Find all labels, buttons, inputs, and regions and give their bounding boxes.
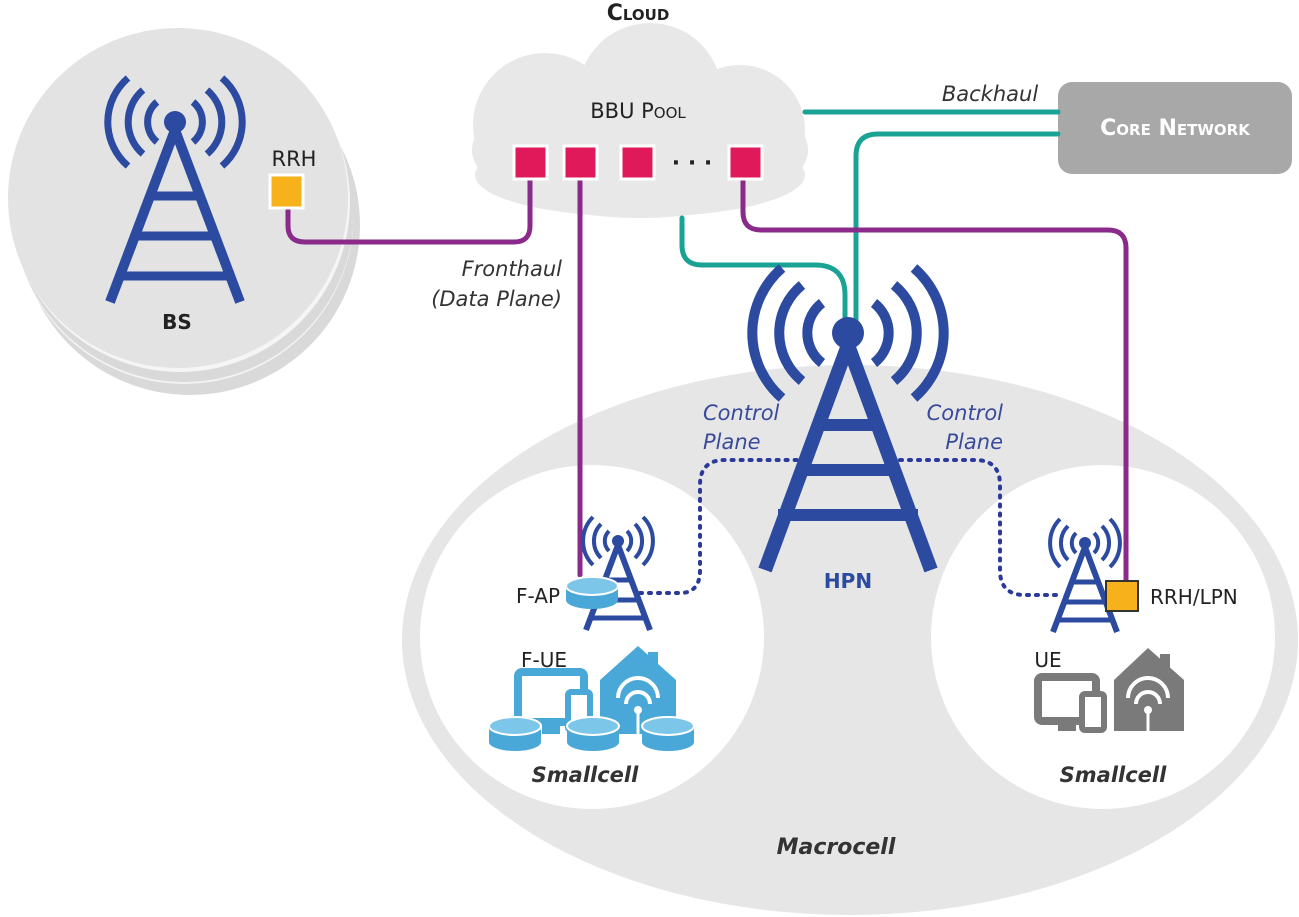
fronthaul-sublabel: (Data Plane) (431, 287, 562, 311)
rrh-box (268, 173, 305, 210)
control-plane-left-sublabel: Plane (703, 430, 761, 454)
ue-label: UE (1034, 648, 1061, 672)
bs-label: BS (162, 310, 192, 334)
control-plane-right-sublabel: Plane (945, 430, 1003, 454)
f-ue-label: F-UE (521, 648, 567, 672)
bbu-units (512, 144, 764, 181)
bs-cell (8, 28, 360, 395)
core-network-box (1058, 82, 1292, 174)
bbu-unit-4 (727, 144, 764, 181)
bbu-pool-label: BBU Pool (590, 99, 686, 123)
bs-tower-icon (104, 75, 246, 304)
smallcell-right-area (931, 465, 1275, 809)
bbu-unit-2 (562, 144, 599, 181)
f-ap-label: F-AP (516, 584, 560, 608)
rrh-lpn-box (1105, 580, 1139, 612)
backhaul-label: Backhaul (942, 82, 1038, 106)
f-ue-devices-icon (488, 646, 695, 751)
rrh-label: RRH (272, 147, 317, 171)
fronthaul-links (285, 175, 1129, 593)
bbu-dots: · · · (672, 151, 712, 176)
smallcell-right-label: Smallcell (1060, 763, 1167, 787)
bbu-unit-3 (619, 144, 656, 181)
ue-devices-icon (1034, 648, 1184, 733)
hpn-label: HPN (824, 569, 872, 593)
fronthaul-label: Fronthaul (462, 257, 563, 281)
f-ap-cache-icon (565, 576, 619, 609)
backhaul-links (679, 109, 1061, 323)
core-network-label: Core Network (1100, 116, 1251, 141)
cloud-title: Cloud (607, 1, 670, 26)
control-plane-links (638, 458, 1064, 597)
bbu-unit-1 (512, 144, 549, 181)
control-plane-left-label: Control (703, 401, 780, 425)
smallcell-left-label: Smallcell (532, 763, 639, 787)
lpn-tower-icon (1048, 517, 1122, 634)
hpn-tower-icon (747, 264, 949, 573)
rrh-lpn-label: RRH/LPN (1150, 585, 1238, 609)
macrocell-label: Macrocell (777, 835, 896, 860)
control-plane-right-label: Control (927, 401, 1004, 425)
